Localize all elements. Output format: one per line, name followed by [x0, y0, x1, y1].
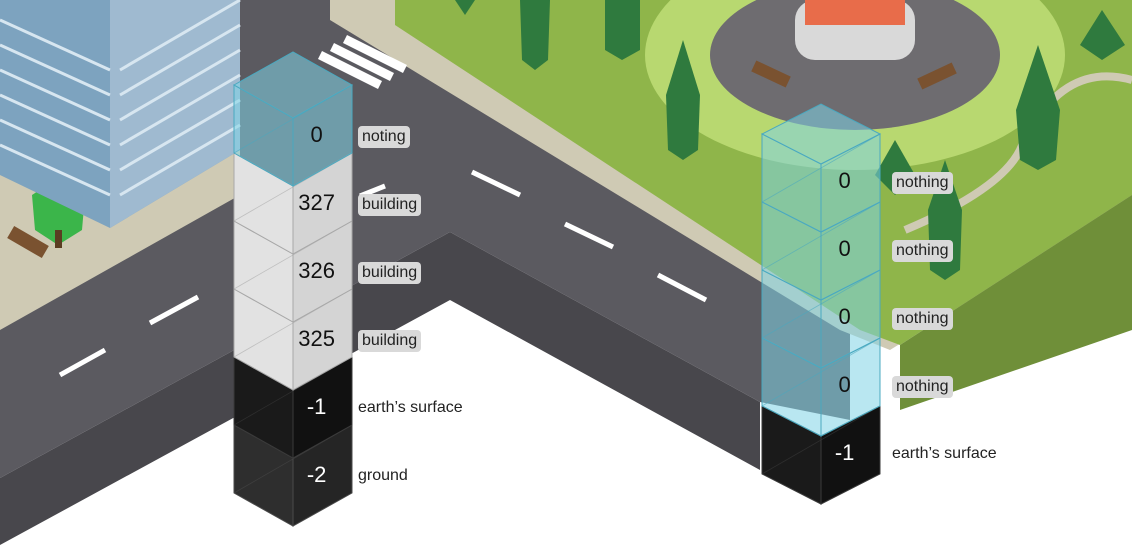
tree-icon: [455, 0, 475, 15]
cell-value: 0: [838, 372, 850, 397]
cell-label: earth’s surface: [892, 444, 997, 462]
cell-label: building: [358, 329, 422, 352]
road-surface: [0, 0, 850, 478]
tree-icon: [1080, 10, 1125, 60]
cell-edge: [761, 405, 881, 475]
right_column-cell-1: 0: [761, 201, 881, 301]
cell-label: ground: [358, 466, 408, 484]
tree-icon: [520, 0, 550, 70]
road-block-front: [0, 232, 760, 545]
cell-value: 325: [298, 326, 335, 351]
cell-value: 326: [298, 258, 335, 283]
tree-trunk: [55, 230, 62, 248]
cell-label: nothing: [892, 375, 953, 398]
cell-label: building: [358, 193, 422, 216]
lane-markings: [58, 169, 708, 378]
cell-label: building: [358, 261, 422, 284]
right_column-cell-0: 0: [760, 103, 882, 233]
cell-value: -1: [835, 440, 855, 465]
cell-value: 327: [298, 190, 335, 215]
cell-edge: [761, 337, 881, 407]
cell-value: 0: [838, 304, 850, 329]
tree-icon: [605, 0, 640, 60]
bench-icon: [7, 225, 49, 259]
cell-value: -2: [307, 462, 327, 487]
tree-icon: [1016, 45, 1060, 170]
cell-label: nothing: [892, 307, 953, 330]
cell-edge: [233, 84, 353, 154]
cell-label: noting: [358, 125, 410, 148]
carousel-canopy: [805, 0, 905, 25]
cell-value: -1: [307, 394, 327, 419]
cell-value: 0: [310, 122, 322, 147]
building-windows: [0, 0, 241, 197]
cell-label: nothing: [892, 239, 953, 262]
right_column-cell-3: 0: [761, 337, 881, 437]
plaza: [710, 0, 1000, 130]
cell-edge: [761, 201, 881, 271]
bench-icon: [751, 60, 791, 88]
crosswalk: [317, 34, 408, 90]
right-voxel-column: -1 0 0 0 0: [760, 103, 882, 505]
left_column-cell-0: 0: [232, 51, 354, 187]
park-side: [900, 195, 1132, 410]
right_column-cell-4: -1: [761, 405, 881, 505]
cell-edge: [761, 269, 881, 339]
tree-icon: [666, 40, 700, 160]
cell-edge: [761, 133, 881, 203]
bench-icon: [917, 62, 957, 90]
cell-value: 0: [838, 168, 850, 193]
cell-value: 0: [838, 236, 850, 261]
cell-label: nothing: [892, 171, 953, 194]
cell-label: earth’s surface: [358, 398, 463, 416]
left-voxel-column: -2 -1 325 326 327 0: [232, 51, 354, 527]
